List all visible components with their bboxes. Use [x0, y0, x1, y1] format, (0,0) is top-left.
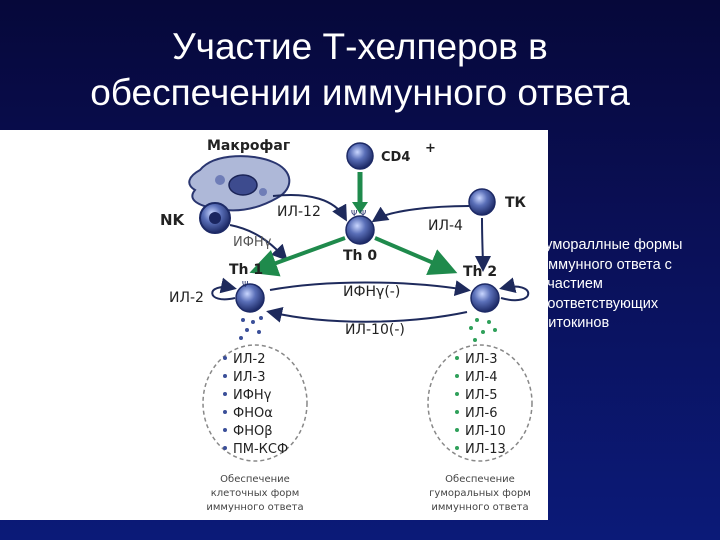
- right-caption: гумораллные формы иммунного ответа с уча…: [540, 237, 683, 331]
- th1-cell: [235, 283, 265, 313]
- tk-label: ТК: [505, 195, 527, 211]
- th2-cytokine: ИЛ-13: [465, 442, 506, 457]
- th1-cytokine-circle: [202, 344, 308, 462]
- th2-label: Th 2: [463, 264, 497, 280]
- th2-cytokine: ИЛ-6: [465, 406, 497, 421]
- cd4-arrow-head: [352, 202, 368, 214]
- tk-to-th2-arrow: [474, 217, 491, 272]
- nk-nucleus: [209, 212, 221, 224]
- il12-arrow: [272, 194, 347, 222]
- th2-granules: [469, 318, 497, 342]
- macrophage-label: Макрофаг: [207, 138, 290, 154]
- il12-label: ИЛ-12: [277, 204, 321, 220]
- th1-cytokine: ФНОβ: [233, 424, 273, 439]
- cell-caption-line: иммунного ответа: [206, 502, 303, 513]
- cell-caption-line: клеточных форм: [211, 488, 300, 499]
- title-line-2: обеспечении иммунного ответа: [90, 72, 630, 113]
- th0-cell: [345, 215, 375, 245]
- th1-cytokine-list: ИЛ-2 ИЛ-3 ИФНγ ФНОα ФНОβ ПМ-КСФ: [223, 352, 288, 457]
- humoral-caption-line: иммунного ответа: [431, 502, 528, 513]
- il10-neg-label: ИЛ-10(-): [345, 322, 405, 338]
- th2-loop-arrow: [499, 277, 530, 302]
- macrophage-cell: [188, 155, 291, 212]
- cd4-sup: +: [425, 141, 436, 156]
- th0-label: Th 0: [343, 248, 377, 264]
- th1-cytokine: ИЛ-3: [233, 370, 265, 385]
- ifn-label: ИФНγ: [233, 235, 272, 250]
- cell-caption-line: Обеспечение: [220, 474, 290, 485]
- th2-cell: [470, 283, 500, 313]
- humoral-caption-line: Обеспечение: [445, 474, 515, 485]
- nk-label: NK: [160, 211, 186, 229]
- humoral-caption-line: гуморальных форм: [429, 488, 531, 499]
- th1-cytokine: ИФНγ: [233, 388, 272, 403]
- th2-cytokine: ИЛ-3: [465, 352, 497, 367]
- left-white-panel: [0, 130, 152, 520]
- th2-cytokine: ИЛ-5: [465, 388, 497, 403]
- th1-label: Th 1: [229, 262, 263, 278]
- cell-caption: Обеспечение клеточных форм иммунного отв…: [206, 474, 303, 513]
- humoral-caption: Обеспечение гуморальных форм иммунного о…: [429, 474, 531, 513]
- ifn-neg-arrow: [269, 280, 471, 296]
- th2-cytokine-circle: [427, 344, 533, 462]
- th2-cytokine: ИЛ-4: [465, 370, 497, 385]
- th1-receptors: Ψ: [242, 280, 248, 289]
- il10-neg-arrow: [266, 306, 468, 323]
- il4-label: ИЛ-4: [428, 218, 463, 234]
- cd4-cell: [346, 142, 374, 170]
- ifn-arrow: [229, 224, 288, 261]
- th2-cytokine: ИЛ-10: [465, 424, 506, 439]
- th-diagram: Макрофаг CD4 + NK ТК Th 0 Ψ Ψ ИЛ-12 ИФНγ…: [145, 130, 548, 520]
- th1-cytokine: ПМ-КСФ: [233, 442, 288, 457]
- th1-cytokine: ФНОα: [233, 406, 273, 421]
- th2-cytokine-list: ИЛ-3 ИЛ-4 ИЛ-5 ИЛ-6 ИЛ-10 ИЛ-13: [455, 352, 506, 457]
- diagram-svg: Макрофаг CD4 + NK ТК Th 0 Ψ Ψ ИЛ-12 ИФНγ…: [160, 138, 533, 513]
- tk-cell: [468, 188, 496, 216]
- th0-to-th2-arrow: [374, 236, 458, 276]
- cd4-label: CD4: [381, 150, 410, 165]
- ifn-neg-label: ИФНγ(-): [343, 284, 400, 300]
- th1-cytokine: ИЛ-2: [233, 352, 265, 367]
- th0-receptors: Ψ Ψ: [351, 209, 366, 218]
- title-line-1: Участие Т-хелперов в: [172, 26, 548, 67]
- il4-arrow: [371, 205, 470, 223]
- il2-loop-arrow: [211, 277, 237, 301]
- slide-title: Участие Т-хелперов в обеспечении иммунно…: [0, 24, 720, 116]
- th1-granules: [239, 316, 263, 340]
- il2-loop-label: ИЛ-2: [169, 290, 204, 306]
- left-caption: Клеточные формы иммунного ответа (Th1) с…: [6, 213, 114, 295]
- th0-to-th1-arrow: [249, 236, 346, 277]
